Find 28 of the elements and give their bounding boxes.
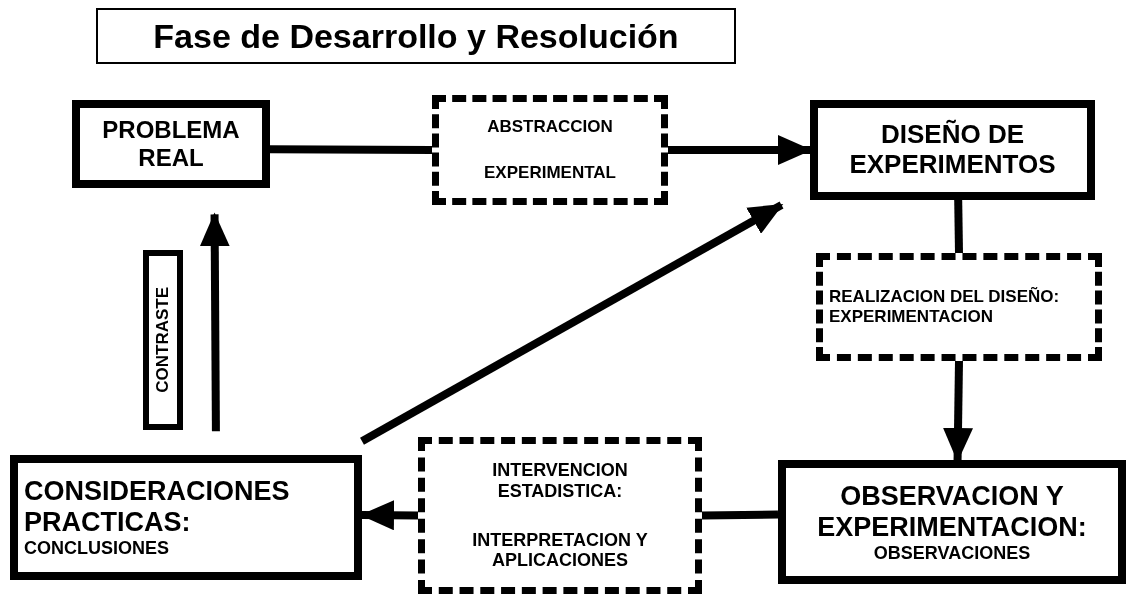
node-text: EXPERIMENTAL xyxy=(484,163,616,183)
title: Fase de Desarrollo y Resolución xyxy=(96,8,736,64)
node-heading: REALIZACION DEL DISEÑO: EXPERIMENTACION xyxy=(829,287,1061,327)
node-heading: CONTRASTE xyxy=(153,287,173,393)
node-text: CONCLUSIONES xyxy=(24,538,169,559)
arrow xyxy=(360,500,419,531)
node-text: OBSERVACIONES xyxy=(873,542,1031,564)
process-box xyxy=(778,460,1126,584)
connector-line xyxy=(954,199,963,254)
connector-line xyxy=(701,510,779,520)
node-heading: INTERVENCION ESTADISTICA: xyxy=(491,460,629,502)
node-text: INTERPRETACION Y APLICACIONES xyxy=(471,529,649,571)
node-heading: CONSIDERACIONES PRACTICAS: xyxy=(24,476,291,539)
arrow xyxy=(943,360,974,462)
arrow xyxy=(360,201,784,445)
step-box xyxy=(816,253,1102,361)
arrow xyxy=(668,135,812,165)
node-heading: PROBLEMA REAL xyxy=(101,116,241,172)
process-box xyxy=(143,250,183,430)
connector-line xyxy=(270,145,432,154)
step-box xyxy=(432,95,668,205)
step-box xyxy=(418,437,702,594)
node-heading: OBSERVACION Y EXPERIMENTACION: xyxy=(816,480,1088,543)
node-heading: ABSTRACCION xyxy=(487,117,613,137)
process-box xyxy=(72,100,270,188)
process-box xyxy=(810,100,1095,200)
process-box xyxy=(10,455,362,580)
node-heading: DISEÑO DE EXPERIMENTOS xyxy=(848,120,1057,180)
